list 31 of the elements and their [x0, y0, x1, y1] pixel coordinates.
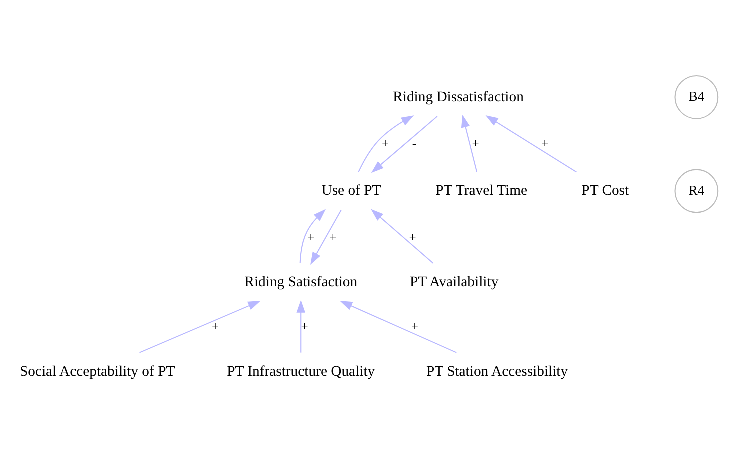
edge-label: + — [382, 136, 390, 151]
node-text: Riding Satisfaction — [244, 274, 358, 291]
node-text: PT Station Accessibility — [426, 364, 568, 380]
edge-label: + — [330, 230, 337, 244]
label: B4 — [688, 88, 705, 104]
label: R4 — [688, 182, 705, 198]
edge-label: + — [411, 320, 419, 334]
arrow — [340, 301, 457, 354]
edge-label: + — [301, 320, 308, 334]
edge-label: + — [409, 230, 416, 244]
arrow — [371, 209, 434, 264]
node-text: Social Acceptability of PT — [20, 364, 176, 380]
arrow — [310, 210, 342, 265]
arrow — [296, 300, 306, 353]
node-text: Riding Dissatisfaction — [393, 89, 524, 106]
arrow — [486, 115, 577, 173]
edge-label: - — [412, 136, 417, 151]
edge-label: + — [212, 320, 220, 334]
arrow — [358, 116, 414, 173]
node-text: PT Infrastructure Quality — [227, 364, 376, 380]
arrow — [140, 301, 261, 354]
node-text: PT Travel Time — [436, 183, 528, 200]
arrow — [300, 209, 326, 264]
node-text: Use of PT — [322, 183, 382, 200]
arrow — [371, 116, 438, 174]
node-text: PT Cost — [582, 183, 630, 200]
node-text: PT Availability — [410, 274, 499, 291]
edge-label: + — [308, 230, 315, 244]
arrow — [461, 115, 478, 172]
edge-label: + — [472, 136, 480, 151]
edge-label: + — [542, 136, 549, 151]
